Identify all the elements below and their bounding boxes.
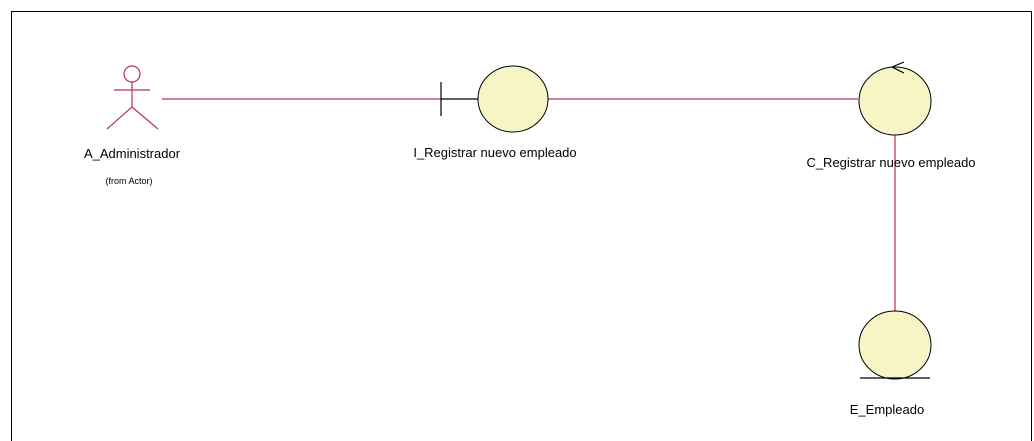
diagram-frame bbox=[11, 11, 1032, 441]
actor-stick-figure-icon[interactable] bbox=[106, 65, 159, 130]
entity-icon[interactable] bbox=[858, 310, 932, 380]
entity-name: E_Empleado bbox=[850, 402, 924, 417]
actor-name: A_Administrador bbox=[84, 146, 181, 161]
control-name: C_Registrar nuevo empleado bbox=[806, 155, 975, 170]
robustness-diagram: A_Administrador (from Actor) I_Registrar… bbox=[84, 61, 976, 417]
boundary-icon[interactable] bbox=[440, 65, 549, 133]
control-icon[interactable] bbox=[858, 61, 932, 136]
actor-from-label: (from Actor) bbox=[105, 176, 152, 186]
boundary-name: I_Registrar nuevo empleado bbox=[413, 145, 576, 160]
